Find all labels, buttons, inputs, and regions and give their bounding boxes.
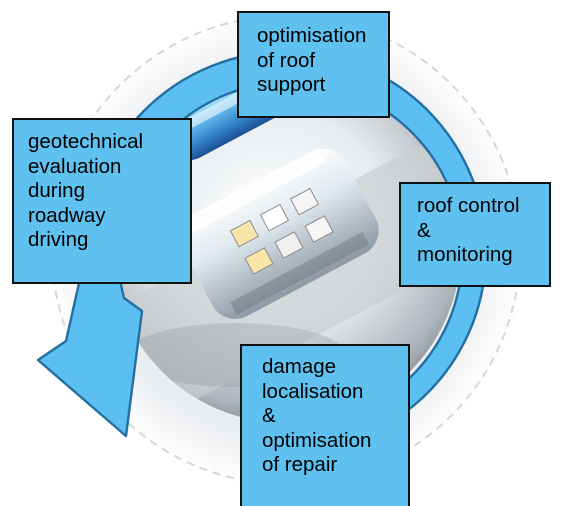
box-geotechnical-evaluation-label: geotechnical evaluation during roadway d… (28, 130, 144, 252)
box-damage-localisation: damage localisation & optimisation of re… (240, 344, 410, 506)
box-roof-support: optimisation of roof support (237, 11, 390, 118)
box-roof-control-label: roof control & monitoring (417, 194, 520, 267)
box-geotechnical-evaluation: geotechnical evaluation during roadway d… (12, 118, 192, 284)
box-roof-support-label: optimisation of roof support (257, 24, 367, 97)
box-damage-localisation-label: damage localisation & optimisation of re… (262, 355, 372, 477)
box-roof-control: roof control & monitoring (399, 182, 551, 287)
